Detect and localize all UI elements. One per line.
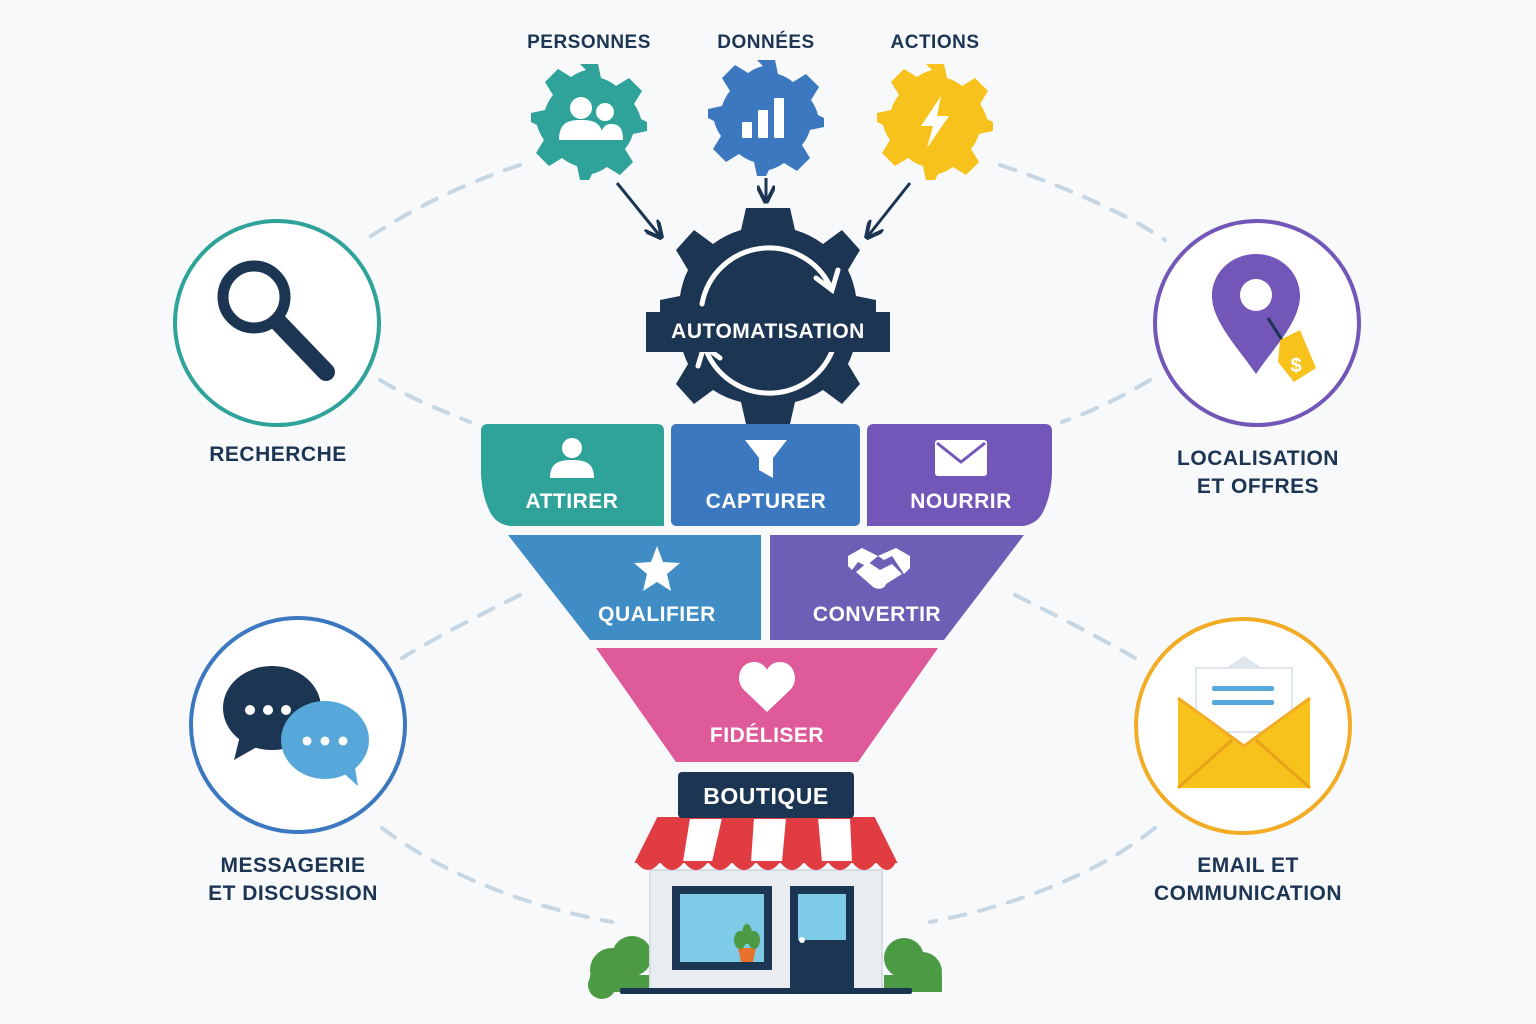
funnel-step-convert: CONVERTIR: [770, 535, 1024, 640]
automation-gear: AUTOMATISATION: [646, 208, 890, 424]
magnifier-icon: [217, 260, 335, 381]
channel-search-label: RECHERCHE: [209, 443, 347, 466]
arrow-actions-to-hub: [868, 182, 912, 236]
storefront-icon: BOUTIQUE: [588, 772, 942, 999]
bush-left: [588, 936, 652, 999]
store-window-sill: [672, 962, 772, 970]
funnel-step-attract: ATTIRER: [481, 424, 664, 526]
connector-actions-location: [998, 163, 1167, 242]
open-envelope-icon: [1177, 656, 1311, 790]
plant-icon: [734, 924, 760, 962]
funnel-label-attract: ATTIRER: [526, 490, 619, 513]
input-arrows: [615, 178, 912, 236]
lightning-icon: [921, 96, 949, 148]
funnel-step-capture-shape: [671, 424, 860, 526]
dashed-connectors: [363, 163, 1167, 924]
channel-email-label-line1: EMAIL ET: [1197, 854, 1299, 877]
channel-messaging-label-line2: ET DISCUSSION: [208, 882, 378, 905]
gear-data-icon: [708, 60, 824, 176]
funnel-step-nurture: NOURRIR: [867, 424, 1052, 526]
funnel-label-retain: FIDÉLISER: [710, 724, 824, 747]
connector-people-search: [363, 163, 522, 242]
svg-text:$: $: [1290, 355, 1301, 377]
gear-actions-icon: [877, 64, 993, 180]
star-icon: [634, 546, 680, 591]
connector-search-funnel: [378, 378, 472, 424]
store-sign: [678, 772, 854, 818]
funnel: ATTIRER CAPTURER NOURRIR QUALIFIER: [481, 424, 1052, 762]
gear-people-icon: [531, 64, 647, 180]
funnel-step-qualify: QUALIFIER: [508, 535, 761, 640]
label-actions: ACTIONS: [891, 32, 980, 53]
channel-messaging-label-line1: MESSAGERIE: [220, 854, 365, 877]
funnel-step-retain: FIDÉLISER: [596, 648, 938, 762]
connector-messaging-store: [380, 826, 614, 924]
bush-right: [884, 938, 942, 992]
arrow-people-to-hub: [615, 182, 660, 236]
bar-chart-icon: [742, 98, 784, 138]
funnel-label-capture: CAPTURER: [706, 490, 827, 513]
channel-search: RECHERCHE: [173, 219, 381, 466]
funnel-label-nurture: NOURRIR: [910, 490, 1012, 513]
label-people: PERSONNES: [527, 32, 651, 53]
people-icon: [559, 97, 623, 140]
store-awning: [634, 817, 898, 870]
user-icon: [550, 438, 594, 478]
label-data: DONNÉES: [717, 31, 814, 53]
hub-label-bg: [646, 312, 890, 352]
store-base: [620, 988, 912, 994]
cycle-arrows-icon: [695, 245, 841, 396]
store-door-glass: [798, 894, 846, 940]
door-knob: [799, 937, 805, 943]
hub-label: AUTOMATISATION: [671, 320, 865, 343]
store-sign-label: BOUTIQUE: [703, 783, 828, 809]
funnel-step-qualify-shape: [508, 535, 761, 640]
heart-icon: [739, 662, 795, 712]
filter-icon: [745, 440, 787, 478]
envelope-icon: [935, 440, 987, 476]
handshake-icon: [848, 548, 910, 589]
connector-email-funnel: [1013, 593, 1137, 660]
connector-location-funnel: [1060, 378, 1152, 424]
channel-location-label-line2: ET OFFRES: [1197, 475, 1319, 498]
channel-location: $ LOCALISATION ET OFFRES: [1153, 219, 1361, 498]
channel-email: EMAIL ET COMMUNICATION: [1134, 617, 1352, 905]
funnel-label-qualify: QUALIFIER: [598, 603, 716, 626]
channel-location-label-line1: LOCALISATION: [1177, 447, 1339, 470]
map-pin-price-tag-icon: $: [1212, 254, 1316, 382]
chat-bubbles-icon: [223, 666, 369, 786]
funnel-label-convert: CONVERTIR: [813, 603, 941, 626]
funnel-step-convert-shape: [770, 535, 1024, 640]
connector-messaging-funnel: [400, 593, 522, 660]
channel-messaging: MESSAGERIE ET DISCUSSION: [189, 616, 407, 905]
channel-email-label-line2: COMMUNICATION: [1154, 882, 1342, 905]
connector-email-store: [928, 826, 1157, 924]
funnel-step-capture: CAPTURER: [671, 424, 860, 526]
